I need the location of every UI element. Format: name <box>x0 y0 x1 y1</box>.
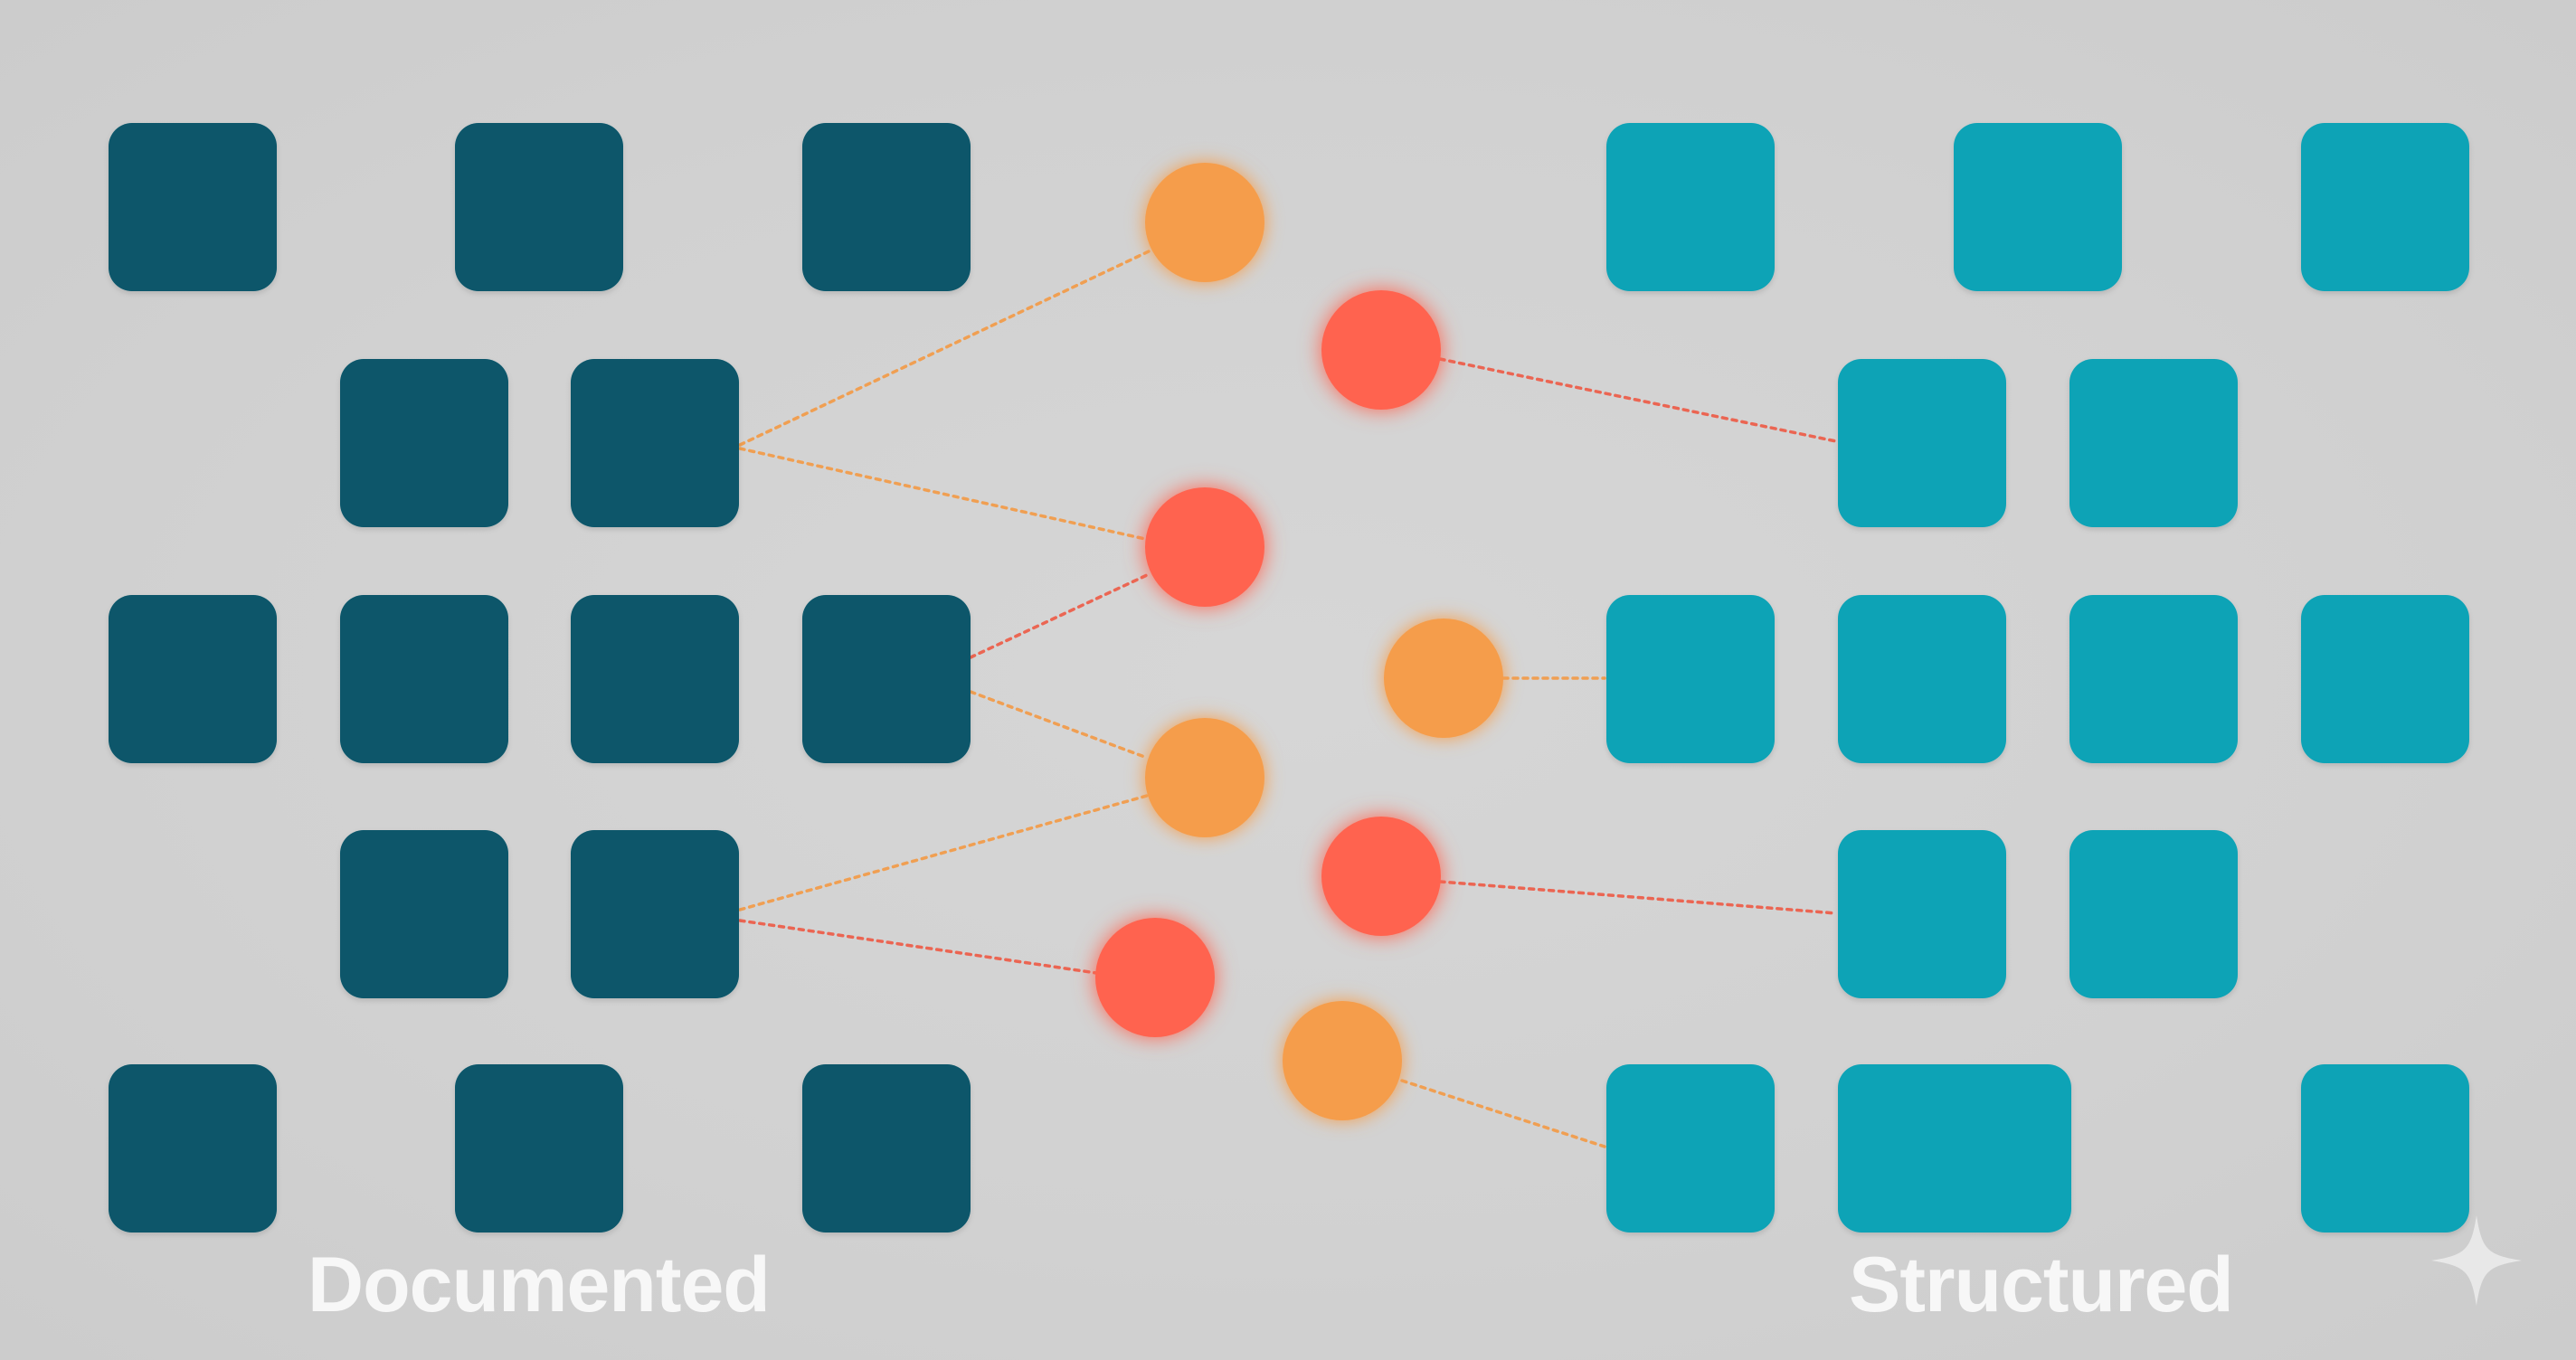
connection-line <box>1400 1079 1606 1148</box>
connection-line <box>969 690 1149 760</box>
structured-tile <box>2069 359 2238 527</box>
red-node <box>1145 487 1264 607</box>
structured-tile <box>1838 830 2006 998</box>
structured-tile <box>1606 595 1775 763</box>
tiles-layer <box>109 123 2469 1232</box>
documented-tile <box>340 359 508 527</box>
connection-line <box>1438 880 1838 915</box>
documented-tile <box>109 595 277 763</box>
red-node <box>1321 290 1441 410</box>
orange-node <box>1145 163 1264 282</box>
orange-node <box>1283 1001 1402 1120</box>
documented-tile <box>571 830 739 998</box>
connection-line <box>1438 357 1838 443</box>
connection-line <box>738 447 1147 541</box>
connection-line <box>738 919 1098 975</box>
documented-tile <box>109 1064 277 1232</box>
connection-line <box>969 573 1149 659</box>
documented-tile <box>340 830 508 998</box>
documented-tile <box>571 595 739 763</box>
structured-tile <box>1838 1064 2071 1232</box>
documented-tile <box>571 359 739 527</box>
structured-tile <box>1606 1064 1775 1232</box>
structured-tile <box>1838 595 2006 763</box>
structured-tile <box>1606 123 1775 291</box>
structured-tile <box>1954 123 2122 291</box>
structured-tile <box>2069 830 2238 998</box>
connection-line <box>738 250 1151 447</box>
structured-tile <box>2301 123 2469 291</box>
documented-tile <box>455 1064 623 1232</box>
documented-tile <box>340 595 508 763</box>
documented-tile <box>802 595 971 763</box>
documented-tile <box>109 123 277 291</box>
red-node <box>1321 817 1441 936</box>
sparkle-icon <box>2431 1215 2522 1306</box>
red-node <box>1095 918 1215 1037</box>
links-layer <box>738 250 1838 1148</box>
structured-label: Structured <box>1849 1242 2234 1328</box>
orange-node <box>1145 718 1264 837</box>
nodes-layer <box>1095 163 1503 1120</box>
connection-line <box>738 794 1149 911</box>
structured-tile <box>2301 1064 2469 1232</box>
orange-node <box>1384 619 1503 738</box>
documented-tile <box>802 1064 971 1232</box>
documented-tile <box>455 123 623 291</box>
structured-tile <box>1838 359 2006 527</box>
documented-tile <box>802 123 971 291</box>
structured-tile <box>2069 595 2238 763</box>
documented-label: Documented <box>308 1242 771 1328</box>
structured-tile <box>2301 595 2469 763</box>
